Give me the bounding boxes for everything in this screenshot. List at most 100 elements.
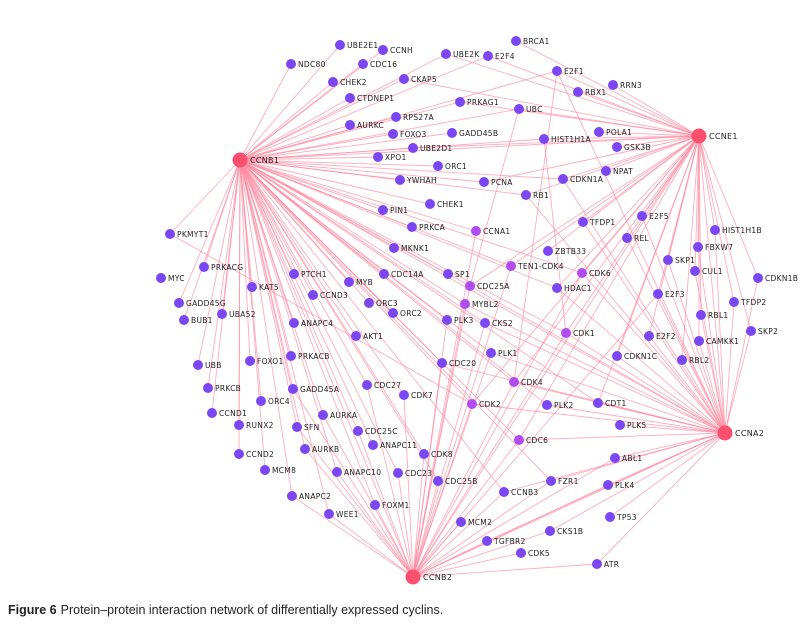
node-circle[interactable] [603, 480, 613, 490]
node-label[interactable]: CKAP5 [411, 75, 437, 84]
node-label[interactable]: SFN [304, 423, 320, 432]
node-label[interactable]: PLK2 [554, 401, 574, 410]
node-circle[interactable] [308, 290, 318, 300]
node-circle[interactable] [378, 205, 388, 215]
node-label[interactable]: PCNA [491, 178, 513, 187]
node-circle[interactable] [663, 255, 673, 265]
node-label[interactable]: RBL1 [708, 311, 729, 320]
node-circle[interactable] [286, 351, 296, 361]
node-circle[interactable] [433, 476, 443, 486]
node-label[interactable]: CDC25A [477, 282, 510, 291]
node-circle[interactable] [729, 297, 739, 307]
node-label[interactable]: PIN1 [390, 206, 408, 215]
node-label[interactable]: YWHAH [406, 176, 437, 185]
node-label[interactable]: PRKACB [298, 352, 330, 361]
node-circle[interactable] [539, 134, 549, 144]
node-label[interactable]: ATR [604, 560, 619, 569]
node-label[interactable]: AURKA [330, 411, 358, 420]
node-circle[interactable] [637, 211, 647, 221]
node-circle[interactable] [460, 299, 470, 309]
node-label[interactable]: E2F1 [564, 67, 584, 76]
node-label[interactable]: CDKN1B [765, 274, 798, 283]
node-label[interactable]: ANAPC11 [380, 441, 417, 450]
node-label[interactable]: RPS27A [403, 113, 435, 122]
node-label[interactable]: CDC6 [526, 436, 548, 445]
node-label[interactable]: ZBTB33 [555, 247, 586, 256]
node-circle[interactable] [174, 298, 184, 308]
node-label[interactable]: CHEK2 [340, 78, 367, 87]
node-label[interactable]: HIST1H1A [551, 135, 591, 144]
node-circle[interactable] [399, 74, 409, 84]
node-label[interactable]: CDC16 [370, 60, 397, 69]
node-circle[interactable] [653, 289, 663, 299]
node-label[interactable]: ANAPC10 [344, 468, 381, 477]
node-circle[interactable] [610, 453, 620, 463]
node-label[interactable]: CDK7 [411, 391, 433, 400]
node-circle[interactable] [289, 318, 299, 328]
node-circle[interactable] [388, 308, 398, 318]
hub-node-circle[interactable] [717, 425, 733, 441]
node-label[interactable]: CHEK1 [437, 200, 464, 209]
node-circle[interactable] [486, 348, 496, 358]
node-circle[interactable] [573, 87, 583, 97]
node-circle[interactable] [256, 396, 266, 406]
node-label[interactable]: CDT1 [605, 399, 627, 408]
node-circle[interactable] [332, 467, 342, 477]
node-circle[interactable] [318, 410, 328, 420]
node-circle[interactable] [578, 217, 588, 227]
node-circle[interactable] [344, 277, 354, 287]
node-label[interactable]: HIST1H1B [722, 226, 762, 235]
node-circle[interactable] [441, 49, 451, 59]
node-label[interactable]: RBL2 [689, 356, 710, 365]
node-label[interactable]: ORC4 [268, 397, 290, 406]
node-circle[interactable] [370, 500, 380, 510]
node-circle[interactable] [605, 512, 615, 522]
node-circle[interactable] [509, 377, 519, 387]
node-label[interactable]: CAMKK1 [706, 337, 739, 346]
node-circle[interactable] [471, 226, 481, 236]
node-circle[interactable] [364, 298, 374, 308]
node-label[interactable]: CCNA2 [735, 429, 764, 438]
node-circle[interactable] [288, 384, 298, 394]
node-label[interactable]: CCND2 [246, 450, 274, 459]
node-label[interactable]: TEN1-CDK4 [517, 262, 564, 271]
node-circle[interactable] [482, 536, 492, 546]
node-label[interactable]: PRKCA [419, 223, 446, 232]
node-circle[interactable] [693, 242, 703, 252]
node-circle[interactable] [156, 273, 166, 283]
node-label[interactable]: PKMYT1 [177, 230, 209, 239]
node-circle[interactable] [165, 229, 175, 239]
node-label[interactable]: SKP2 [758, 327, 778, 336]
node-label[interactable]: CCND3 [320, 291, 348, 300]
node-label[interactable]: AKT1 [363, 332, 383, 341]
node-label[interactable]: CDKN1A [570, 175, 604, 184]
node-circle[interactable] [543, 246, 553, 256]
node-label[interactable]: KAT5 [259, 283, 279, 292]
node-circle[interactable] [247, 282, 257, 292]
node-circle[interactable] [690, 266, 700, 276]
node-label[interactable]: CCNA1 [483, 227, 511, 236]
node-label[interactable]: FBXW7 [705, 243, 733, 252]
node-label[interactable]: CCNB2 [423, 573, 452, 582]
node-circle[interactable] [287, 491, 297, 501]
node-circle[interactable] [217, 309, 227, 319]
node-circle[interactable] [499, 487, 509, 497]
node-label[interactable]: RUNX2 [246, 421, 274, 430]
node-circle[interactable] [753, 273, 763, 283]
node-circle[interactable] [245, 356, 255, 366]
node-label[interactable]: CCND1 [219, 409, 247, 418]
node-circle[interactable] [425, 199, 435, 209]
node-label[interactable]: CDC27 [374, 381, 401, 390]
node-circle[interactable] [465, 281, 475, 291]
node-label[interactable]: HDAC1 [564, 284, 592, 293]
node-label[interactable]: CDK4 [521, 378, 543, 387]
node-label[interactable]: RBX1 [585, 88, 606, 97]
node-circle[interactable] [300, 444, 310, 454]
node-label[interactable]: CDKN1C [624, 352, 657, 361]
node-circle[interactable] [234, 449, 244, 459]
node-label[interactable]: FOXO1 [257, 357, 284, 366]
node-circle[interactable] [601, 166, 611, 176]
node-label[interactable]: ORC1 [445, 162, 467, 171]
node-label[interactable]: CDK6 [589, 269, 611, 278]
hub-node-circle[interactable] [405, 569, 421, 585]
